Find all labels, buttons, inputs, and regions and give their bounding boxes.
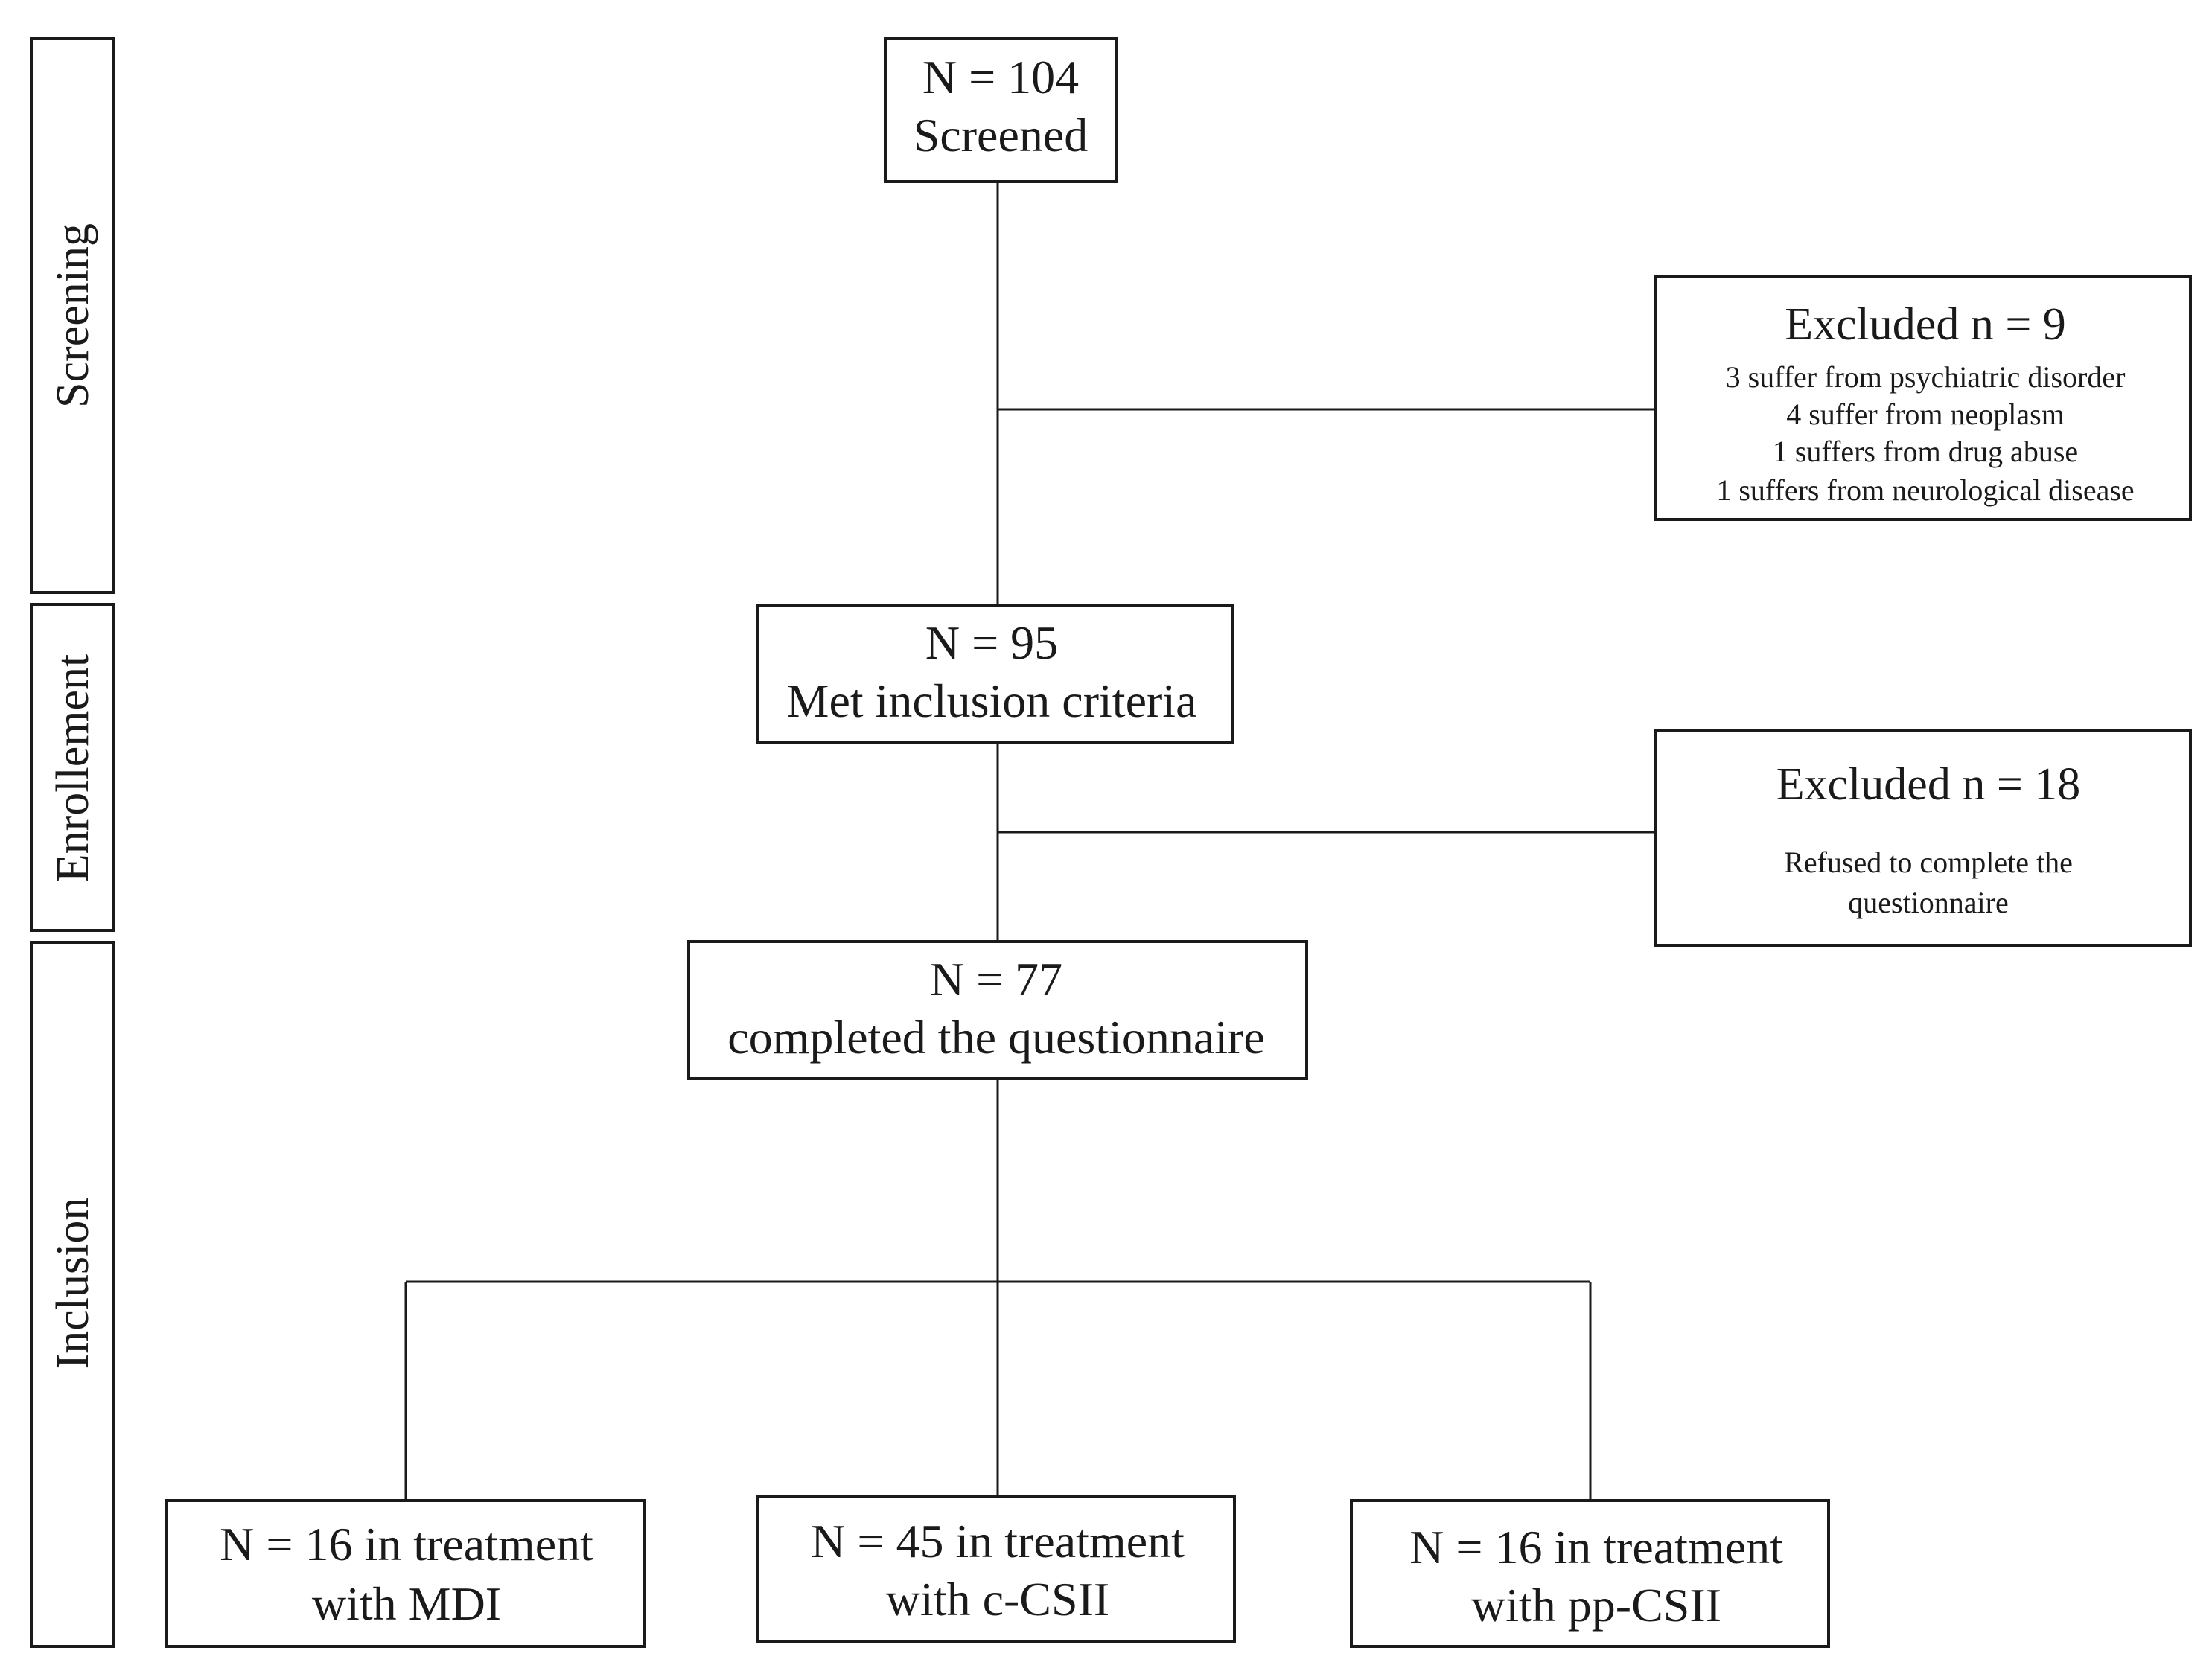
stage-enrollment: Enrollement: [30, 603, 115, 932]
completed-node: N = 77 completed the questionnaire: [687, 940, 1308, 1080]
group-c-csii-label: with c-CSII: [886, 1573, 1109, 1626]
excluded-screening-box: [1654, 275, 2192, 521]
group-mdi-node: N = 16 in treatment with MDI: [165, 1499, 646, 1648]
excluded-enrollment-reason: questionnaire: [1848, 886, 2009, 919]
stage-enrollment-label: Enrollement: [48, 654, 98, 882]
stage-enrollment-box: [30, 603, 115, 932]
group-c-csii-node: N = 45 in treatment with c-CSII: [756, 1495, 1236, 1643]
group-c-csii-box: [756, 1495, 1236, 1643]
stage-screening: Screening: [30, 37, 115, 594]
excluded-screening-title: Excluded n = 9: [1785, 299, 2066, 350]
excluded-screening-reason: 1 suffers from neurological disease: [1716, 473, 2134, 507]
completed-count: N = 77: [930, 953, 1062, 1006]
met-criteria-box: [756, 604, 1234, 744]
group-pp-csii-node: N = 16 in treatment with pp-CSII: [1350, 1499, 1830, 1648]
excluded-enrollment-node: Excluded n = 18 Refused to complete the …: [1654, 729, 2192, 947]
completed-label: completed the questionnaire: [727, 1011, 1265, 1064]
group-pp-csii-label: with pp-CSII: [1471, 1579, 1721, 1632]
screened-label: Screened: [914, 109, 1089, 162]
stage-screening-box: [30, 37, 115, 594]
stage-screening-label: Screening: [48, 223, 98, 408]
met-criteria-label: Met inclusion criteria: [787, 674, 1197, 727]
group-pp-csii-box: [1350, 1499, 1830, 1648]
stage-inclusion-box: [30, 941, 115, 1648]
group-mdi-box: [165, 1499, 646, 1648]
group-mdi-count: N = 16 in treatment: [220, 1518, 593, 1571]
excluded-screening-reason: 3 suffer from psychiatric disorder: [1726, 360, 2126, 394]
excluded-enrollment-title: Excluded n = 18: [1776, 759, 2081, 810]
screened-node: N = 104 Screened: [884, 37, 1118, 183]
completed-box: [687, 940, 1308, 1080]
group-c-csii-count: N = 45 in treatment: [811, 1515, 1185, 1568]
screened-box: [884, 37, 1118, 183]
excluded-enrollment-reason: Refused to complete the: [1784, 846, 2073, 879]
excluded-screening-reason: 1 suffers from drug abuse: [1773, 435, 2078, 468]
stage-inclusion-label: Inclusion: [48, 1198, 98, 1370]
excluded-screening-node: Excluded n = 9 3 suffer from psychiatric…: [1654, 275, 2192, 521]
excluded-enrollment-box: [1654, 729, 2192, 947]
screened-count: N = 104: [922, 51, 1079, 103]
group-mdi-label: with MDI: [312, 1577, 501, 1630]
met-criteria-count: N = 95: [925, 616, 1058, 669]
excluded-screening-reason: 4 suffer from neoplasm: [1786, 397, 2065, 431]
connectors: [404, 182, 1656, 1501]
group-pp-csii-count: N = 16 in treatment: [1409, 1521, 1783, 1573]
met-criteria-node: N = 95 Met inclusion criteria: [756, 604, 1234, 744]
stage-inclusion: Inclusion: [30, 941, 115, 1648]
